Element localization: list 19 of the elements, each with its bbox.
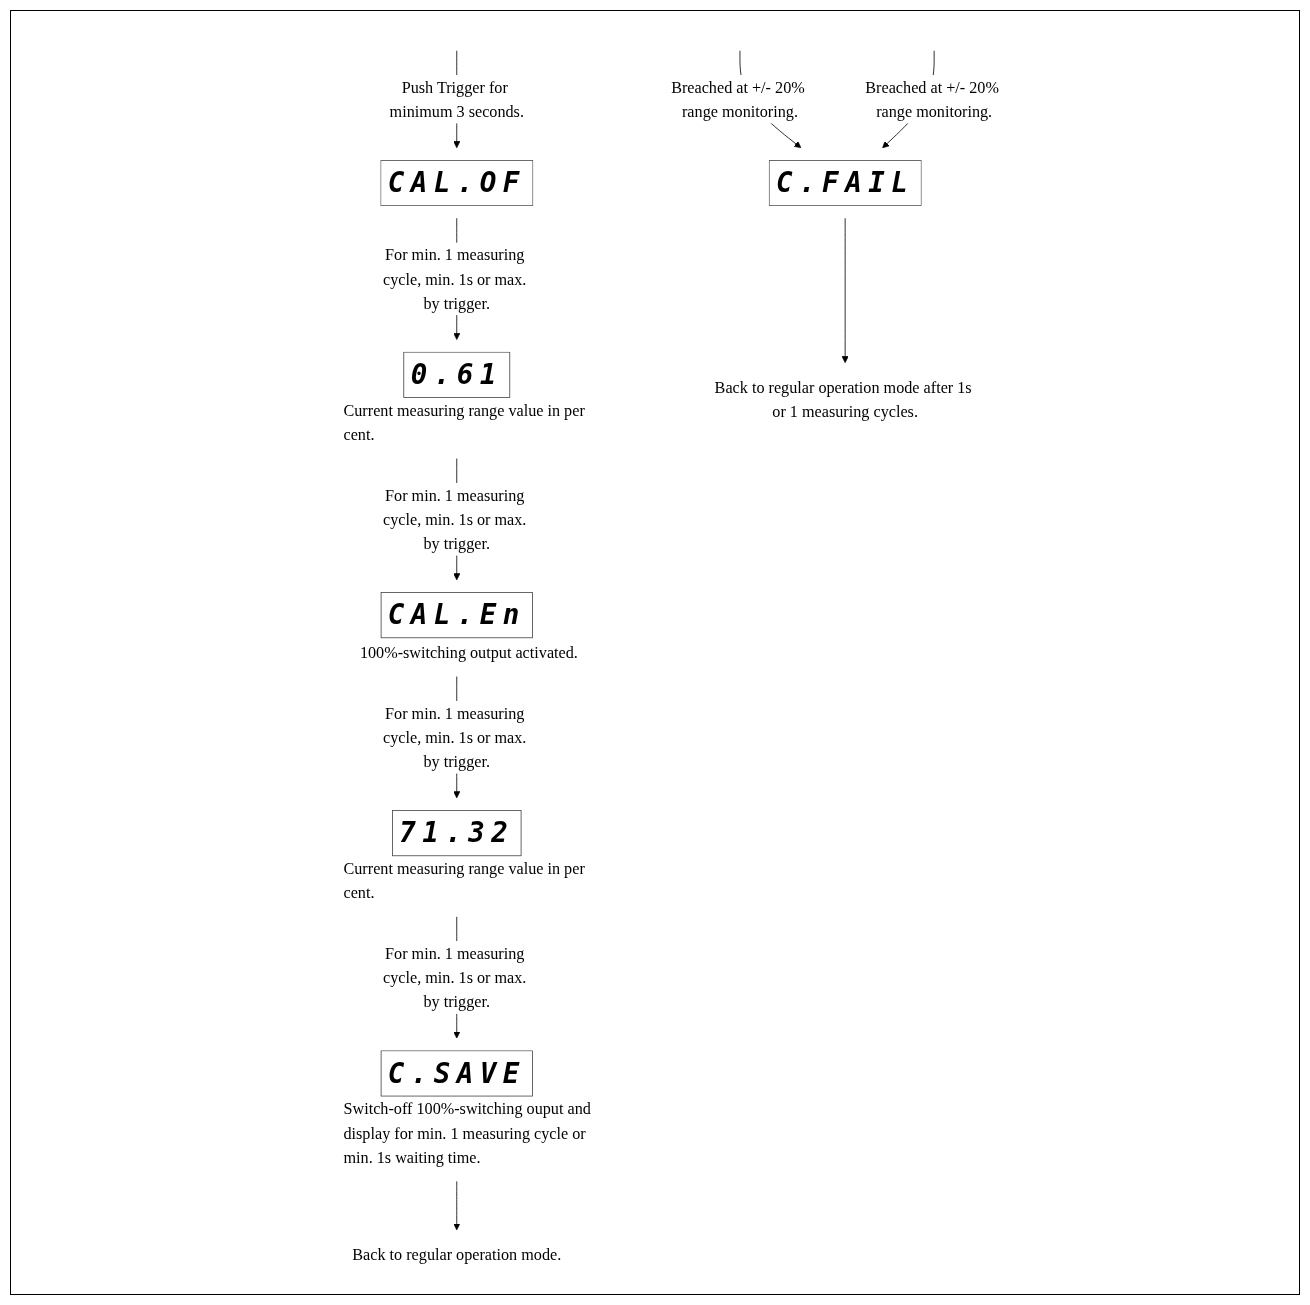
node-label: Current measuring range value in per cent. [343,401,585,444]
node-label: Switch-off 100%-switching ouput and display for min. 1 measuring cycle or min. 1s waiting time. [343,1099,591,1167]
edge-label: For min. 1 measuring cycle, min. 1s or max. by trigger. [383,704,527,771]
node-text: Back to regular operation mode. [352,1245,562,1264]
node-box: 71.32 [391,810,522,857]
edge-label: Breached at +/- 20% range monitoring. [671,78,805,121]
node-box: C.FAIL [768,160,922,207]
node-label: Current measuring range value in per cent. [343,859,585,902]
edge-label: For min. 1 measuring cycle, min. 1s or max. by trigger. [383,486,527,553]
node-box: CAL.En [380,592,534,639]
node-box: 0.61 [403,351,511,398]
edge-label: Breached at +/- 20% range monitoring. [865,78,999,121]
node-text: Back to regular operation mode after 1s or 1 measuring cycles. [714,378,972,421]
node-box: CAL.OF [380,160,534,207]
node-box: C.SAVE [380,1050,534,1097]
edge-label: Push Trigger for minimum 3 seconds. [389,78,524,121]
node-label: 100%-switching output activated. [359,643,578,662]
edge-label: For min. 1 measuring cycle, min. 1s or max. by trigger. [383,944,527,1011]
edge-label: For min. 1 measuring cycle, min. 1s or max. by trigger. [383,245,527,313]
